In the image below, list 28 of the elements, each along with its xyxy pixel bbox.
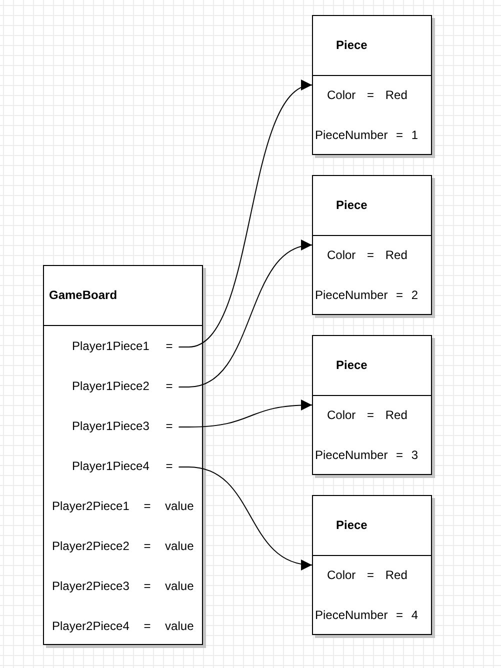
arrow (178, 400, 312, 428)
attribute-text: Player2Piece3 = value (52, 579, 194, 593)
class-name: Piece (336, 358, 368, 372)
attribute-text: Player2Piece1 = value (52, 499, 194, 513)
attribute-text: Player2Piece4 = value (52, 619, 194, 633)
attribute-text: Color = Red (327, 88, 408, 102)
class-box (312, 15, 432, 155)
class-box (312, 335, 432, 475)
class-name: Piece (336, 198, 368, 212)
attribute-text: Player2Piece2 = value (52, 539, 194, 553)
class-name: Piece (336, 518, 368, 532)
class-box (43, 265, 203, 645)
attribute-text: Player1Piece4 = (72, 459, 173, 473)
attribute-text: Player1Piece2 = (72, 379, 173, 393)
attribute-text: PieceNumber = 4 (315, 608, 418, 622)
arrow (178, 466, 312, 570)
attribute-text: Player1Piece1 = (72, 339, 173, 353)
attribute-text: Color = Red (327, 408, 408, 422)
class-box (312, 495, 432, 635)
class-name: GameBoard (49, 288, 118, 302)
class-name: Piece (336, 38, 368, 52)
attribute-text: Color = Red (327, 248, 408, 262)
class-box (312, 175, 432, 315)
attribute-text: Color = Red (327, 568, 408, 582)
attribute-text: PieceNumber = 3 (315, 448, 418, 462)
attribute-text: Player1Piece3 = (72, 419, 173, 433)
attribute-text: PieceNumber = 1 (315, 128, 418, 142)
attribute-text: PieceNumber = 2 (315, 288, 418, 302)
